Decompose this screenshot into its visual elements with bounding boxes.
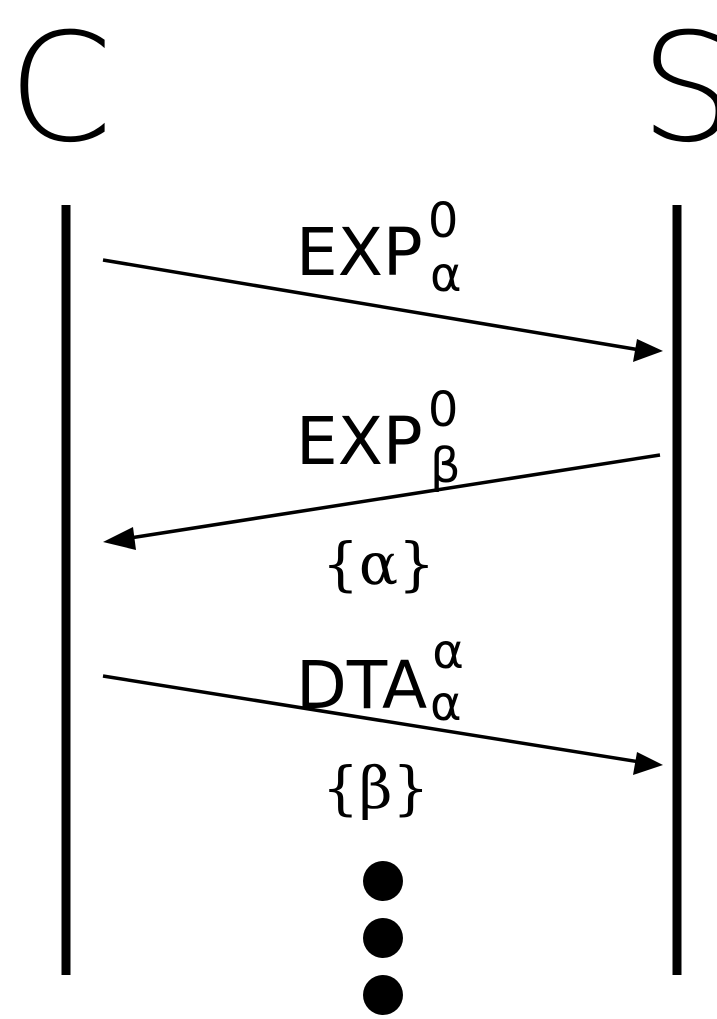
message-arrow-3 — [102, 674, 641, 764]
arrowhead-1 — [633, 339, 663, 362]
message-superscript-2: 0 — [428, 382, 459, 438]
message-subscript-3: α — [430, 676, 462, 732]
continuation-dot — [363, 918, 403, 958]
message-name-1: EXP — [296, 214, 423, 291]
message-arrow-1 — [102, 258, 641, 352]
continuation-dot — [363, 975, 403, 1015]
continuation-dot — [363, 861, 403, 901]
message-arrow-2 — [129, 453, 661, 540]
message-name-3: DTA — [296, 647, 427, 724]
message-superscript-3: α — [432, 624, 464, 680]
message-annotation-3: {β} — [322, 754, 429, 822]
message-subscript-1: α — [430, 247, 462, 303]
message-annotation-2: {α} — [322, 530, 435, 598]
message-subscript-2: β — [430, 438, 461, 494]
arrowhead-2 — [103, 527, 136, 550]
message-name-2: EXP — [296, 403, 423, 480]
message-superscript-1: 0 — [428, 193, 459, 249]
message-label-3: DTA α α — [296, 624, 469, 732]
message-label-2: EXP 0 β — [296, 382, 463, 494]
message-label-1: EXP 0 α — [296, 193, 463, 303]
continuation-dots — [363, 861, 403, 1015]
arrowhead-3 — [633, 752, 663, 775]
server-label: S — [640, 2, 717, 176]
client-label: C — [8, 2, 113, 176]
